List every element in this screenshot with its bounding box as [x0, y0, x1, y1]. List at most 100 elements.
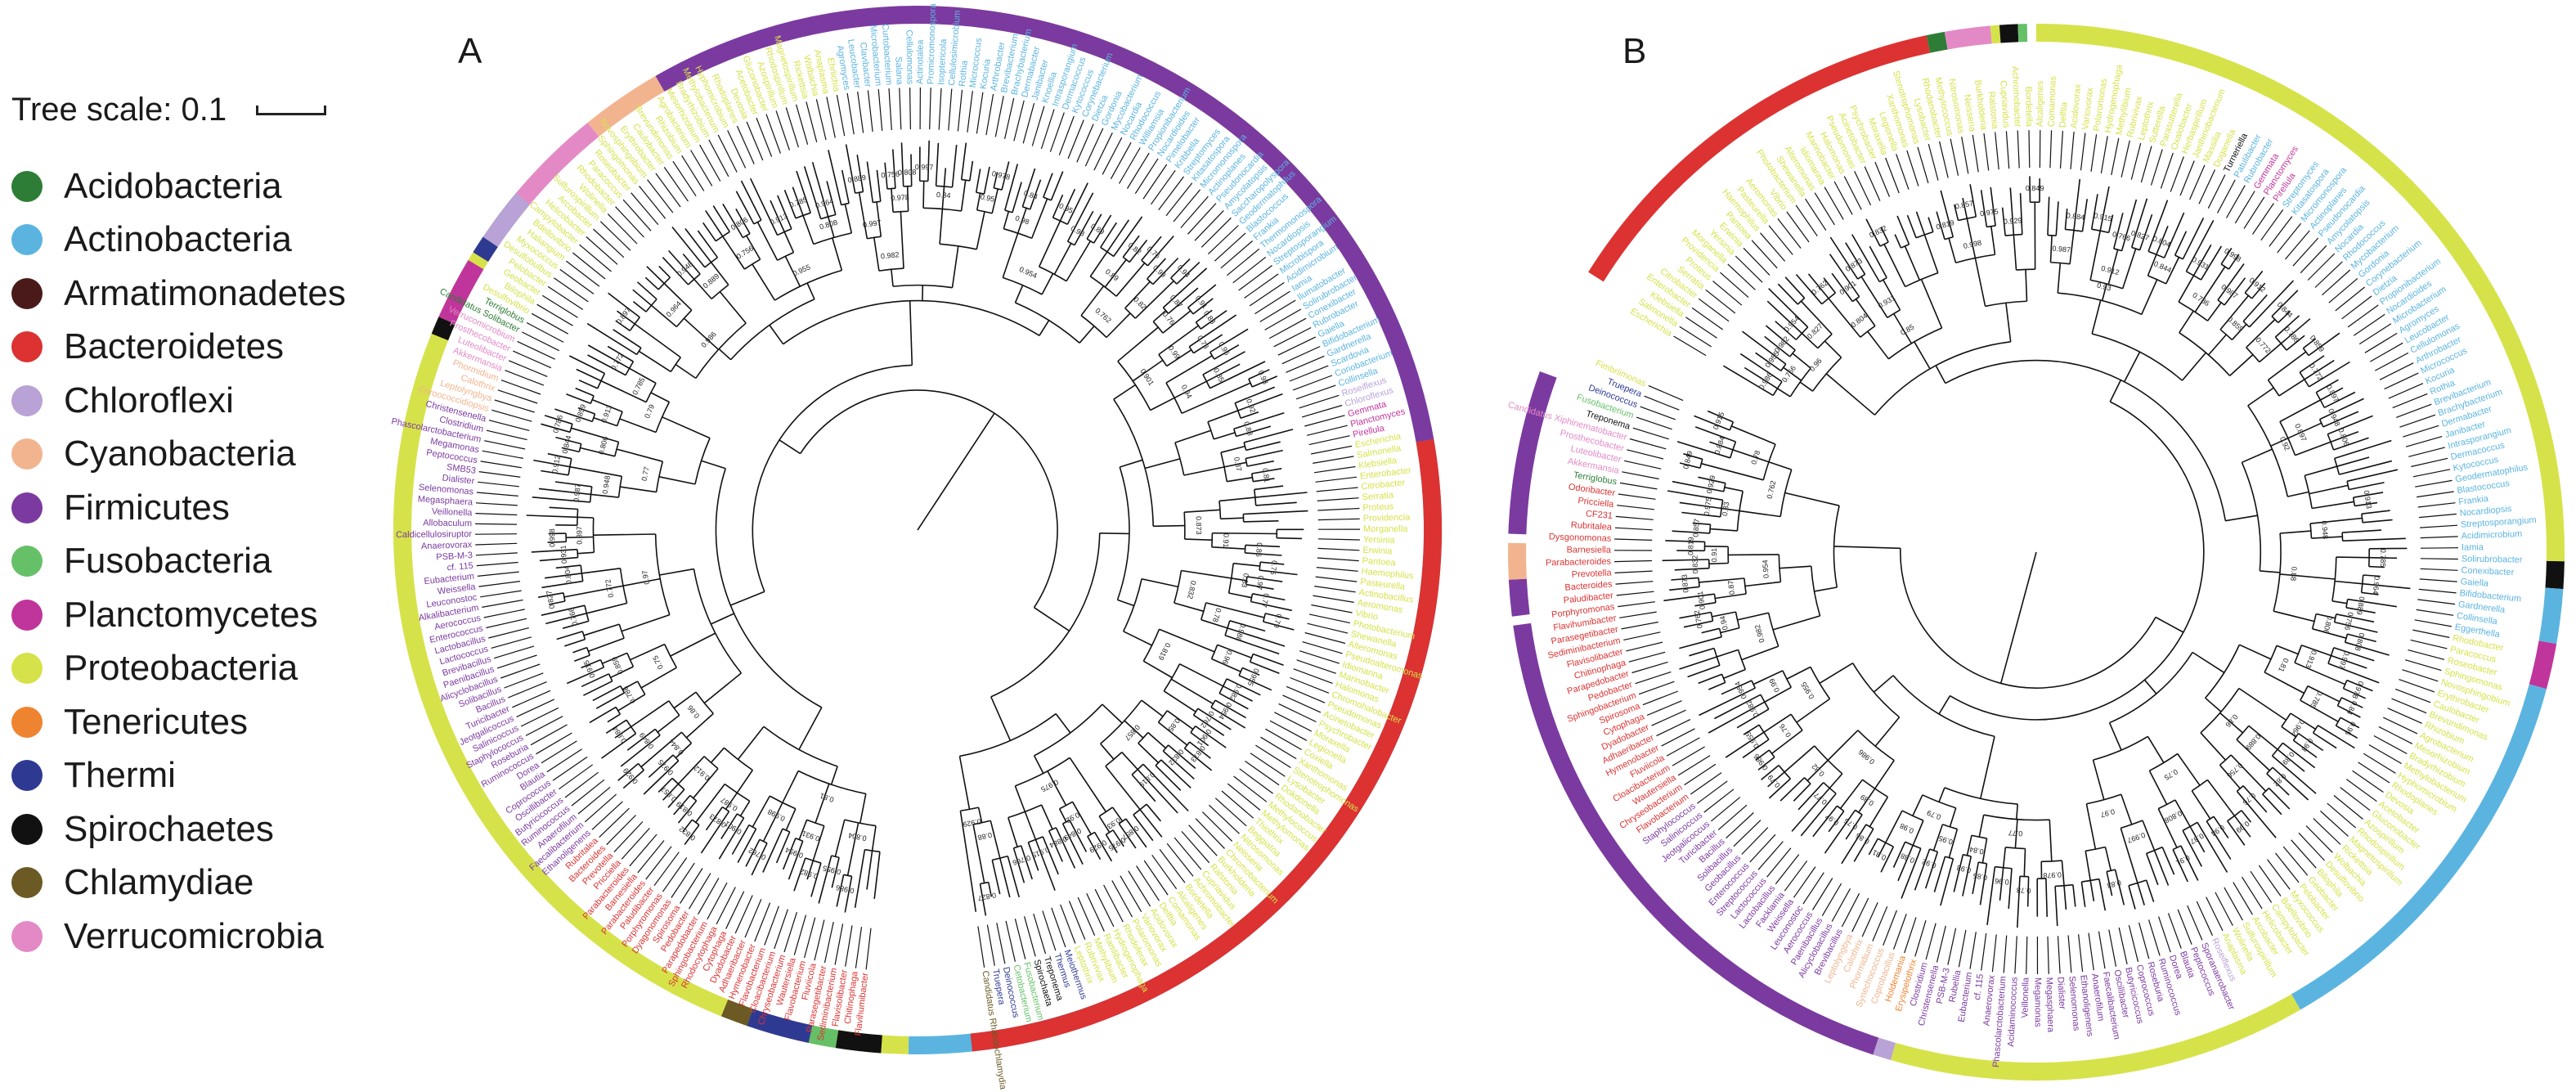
support-value: 0.913 — [2304, 649, 2318, 669]
support-value: 0.929 — [1705, 474, 1717, 494]
support-value: 0.832 — [1690, 555, 1699, 573]
ring-segment-chloroflexi — [1873, 1037, 1896, 1060]
tip-label: Salana — [893, 56, 904, 86]
ring-segment-spirochaetes — [431, 317, 456, 341]
support-value: 0.88 — [1900, 852, 1916, 865]
support-value: 0.83 — [1202, 309, 1217, 326]
support-value: 0.889 — [847, 173, 867, 185]
support-value: 0.997 — [915, 163, 934, 171]
ring-segment-verrucomicrobia — [515, 122, 599, 205]
support-value: 0.975 — [1980, 207, 1999, 218]
tip-label: Dialister — [442, 473, 475, 486]
tip-label: Gaiella — [2460, 577, 2489, 588]
support-value: 0.95 — [980, 192, 995, 203]
support-value: 0.975 — [1703, 497, 1713, 516]
support-value: 0.912 — [550, 455, 562, 474]
ring-segment-cyanobacteria — [1508, 542, 1527, 580]
tip-label: Rubritalea — [1571, 520, 1613, 533]
support-value: 0.832 — [677, 825, 697, 843]
support-value: 0.844 — [2152, 259, 2173, 274]
legend-label: Proteobacteria — [64, 648, 298, 689]
support-value: 0.978 — [991, 169, 1011, 182]
support-value: 0.76 — [2241, 791, 2257, 807]
tip-label: Streptosporangium — [2461, 515, 2538, 530]
support-value: 0.884 — [1713, 435, 1727, 456]
tip-label: Bacteroides — [1564, 579, 1613, 592]
ring-segment-planctomycetes — [2529, 640, 2557, 690]
legend-item-spirochaetes: Spirochaetes — [11, 802, 346, 856]
legend-item-chloroflexi: Chloroflexi — [11, 374, 346, 428]
support-value: 0.79 — [1272, 613, 1284, 628]
support-value: 0.897 — [2325, 384, 2340, 404]
tip-label: Kocuria — [978, 57, 993, 90]
support-value: 0.93 — [2096, 281, 2112, 292]
tip-label: Conexibacter — [2461, 565, 2515, 577]
support-value: 0.93 — [1257, 369, 1270, 385]
legend-label: Bacteroidetes — [64, 326, 285, 367]
support-value: 0.889 — [702, 272, 721, 290]
ring-segment-thermi — [473, 236, 498, 263]
support-value: 0.82 — [2272, 772, 2287, 789]
ring-segment-verrucomicrobia — [1944, 25, 1992, 50]
tip-label: Haemophilus — [1361, 567, 1415, 582]
support-value: 0.75 — [2163, 767, 2179, 782]
tip-label: Cellulomonas — [904, 29, 914, 84]
legend-label: Actinobacteria — [64, 219, 292, 260]
support-value: 0.931 — [2191, 255, 2211, 272]
support-value: 0.786 — [551, 414, 564, 434]
support-value: 0.955 — [822, 864, 841, 876]
support-value: 0.997 — [2337, 650, 2351, 671]
tip-label: Achromobacter — [2010, 66, 2022, 128]
support-value: 0.912 — [2100, 264, 2120, 276]
tip-label: Curtobacterium — [880, 24, 894, 86]
legend-swatch — [11, 492, 43, 524]
support-value: 0.81 — [1261, 468, 1272, 483]
support-value: 0.859 — [610, 655, 625, 676]
support-value: 0.955 — [792, 263, 812, 277]
tip-label: Vibrio — [1354, 609, 1379, 622]
tip-label: Comamonas — [2047, 75, 2058, 127]
support-value: 0.82 — [1127, 241, 1143, 257]
support-value: 0.998 — [548, 528, 556, 547]
ring-segment-acidobacteria — [1926, 31, 1948, 53]
legend-swatch — [11, 867, 43, 899]
support-value: 0.806 — [597, 435, 610, 455]
tip-label: Megasphaera — [2044, 977, 2055, 1033]
support-value: 0.955 — [1744, 730, 1761, 749]
support-value: 0.88 — [1242, 420, 1254, 437]
support-value: 0.91 — [1710, 548, 1718, 563]
ring-segment-firmicutes — [1508, 371, 1557, 535]
support-value: 0.849 — [2026, 184, 2044, 192]
support-value: 0.97 — [1255, 575, 1266, 591]
support-value: 0.89 — [1089, 222, 1106, 236]
tip-label: Megamonas — [2033, 977, 2043, 1027]
support-value: 0.978 — [891, 193, 909, 202]
support-value: 0.97 — [2100, 807, 2116, 819]
legend-swatch — [11, 224, 43, 256]
support-value: 0.804 — [563, 565, 573, 585]
panel-label-a: A — [458, 31, 482, 71]
legend-item-acidobacteria: Acidobacteria — [11, 160, 346, 213]
tree-branches — [474, 87, 1361, 970]
support-value: 0.95 — [1937, 834, 1954, 847]
support-value: 0.915 — [1030, 846, 1051, 860]
support-value: 0.986 — [1234, 622, 1247, 642]
support-value: 0.844 — [667, 737, 685, 756]
support-value: 0.929 — [1088, 838, 1108, 855]
support-value: 0.873 — [708, 812, 728, 829]
support-value: 0.806 — [729, 215, 750, 231]
support-value: 0.901 — [1838, 279, 1857, 296]
support-value: 0.84 — [2345, 699, 2359, 716]
support-value: 0.92 — [1065, 811, 1081, 825]
ring-segment-bacteroidetes — [970, 438, 1442, 1052]
tip-label: Rothia — [958, 60, 970, 88]
support-value: 0.86 — [1854, 831, 1870, 846]
legend-item-planctomycetes: Planctomycetes — [11, 588, 346, 642]
legend-swatch — [11, 438, 43, 470]
support-value: 0.806 — [2336, 427, 2350, 447]
support-value: 0.762 — [1199, 709, 1216, 729]
ring-segment-cyanobacteria — [587, 75, 665, 137]
tip-label: Parabacteroides — [1546, 557, 1612, 568]
tip-label: Isoptericola — [936, 38, 949, 85]
support-value: 0.95 — [1058, 201, 1075, 214]
